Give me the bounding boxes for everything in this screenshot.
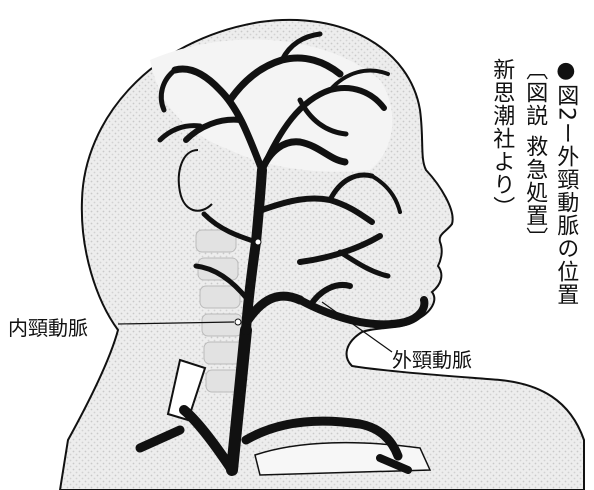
caption-source-line1: 〔図説 救急処置〕 xyxy=(522,58,548,250)
caption-source-line2: 新思潮社より） xyxy=(489,58,515,219)
ear xyxy=(177,149,213,212)
artery-network xyxy=(135,31,429,476)
external-carotid-label: 外頸動脈 xyxy=(392,348,472,372)
clavicle xyxy=(254,441,432,476)
external-carotid-artery xyxy=(243,291,305,325)
skull-region xyxy=(150,39,393,172)
marker-dot-upper xyxy=(254,238,262,246)
internal-carotid-label: 内頸動脈 xyxy=(8,316,88,340)
leader-line-internal xyxy=(117,321,235,325)
caption-title: ●図2ー外頸動脈の位置 xyxy=(553,58,578,306)
caption-bullet: ● xyxy=(553,58,579,84)
caption-title-text: 図2ー外頸動脈の位置 xyxy=(553,84,579,306)
common-carotid-artery xyxy=(226,324,252,476)
marker-dot-lower xyxy=(234,318,242,326)
cervical-spine xyxy=(195,229,247,393)
facial-artery xyxy=(296,296,429,329)
leader-line-external xyxy=(321,301,393,353)
